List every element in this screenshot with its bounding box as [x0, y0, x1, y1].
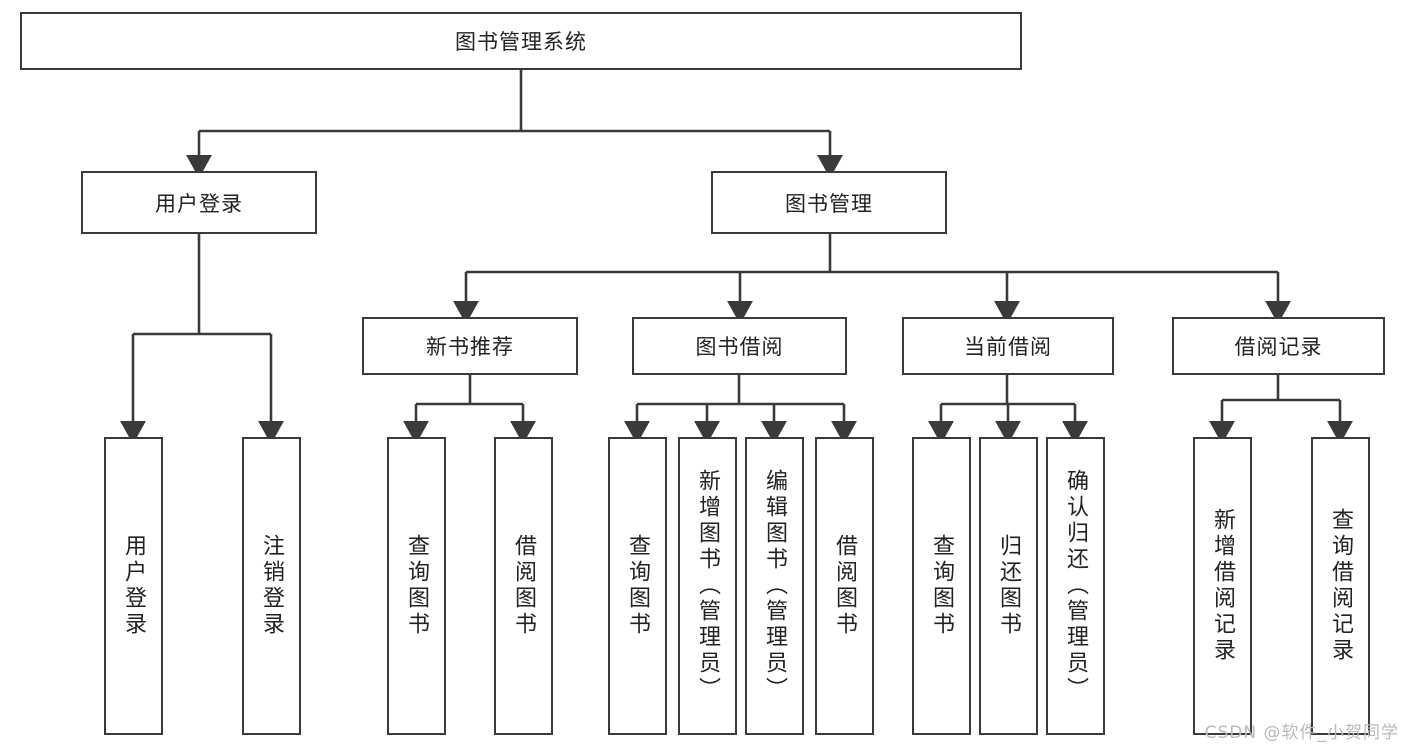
- leaf-new-book-borrow-books[interactable]: 借阅图书: [494, 437, 553, 735]
- leaf-book-borrow-query-books[interactable]: 查询图书: [608, 437, 667, 735]
- leaf-user-login-signout[interactable]: 注销登录: [242, 437, 301, 735]
- leaf-current-borrow-query-books[interactable]: 查询图书: [912, 437, 971, 735]
- leaf-label: 借阅图书: [832, 534, 858, 638]
- leaf-label: 归还图书: [996, 534, 1022, 638]
- leaf-label: 查询图书: [929, 534, 955, 638]
- leaf-label: 新增借阅记录: [1210, 508, 1236, 664]
- leaf-label: 新增图书（管理员）: [695, 469, 721, 703]
- leaf-label: 查询图书: [625, 534, 651, 638]
- leaf-label: 注销登录: [259, 534, 285, 638]
- node-current-borrow[interactable]: 当前借阅: [902, 317, 1114, 375]
- leaf-label: 编辑图书（管理员）: [762, 469, 788, 703]
- leaf-label: 查询图书: [404, 534, 430, 638]
- leaf-book-borrow-edit-book-admin[interactable]: 编辑图书（管理员）: [745, 437, 804, 735]
- leaf-user-login-signin[interactable]: 用户登录: [104, 437, 163, 735]
- leaf-label: 查询借阅记录: [1328, 508, 1354, 664]
- node-new-book-recommend[interactable]: 新书推荐: [362, 317, 578, 375]
- node-user-login[interactable]: 用户登录: [81, 171, 317, 234]
- node-borrow-record[interactable]: 借阅记录: [1172, 317, 1385, 375]
- leaf-new-book-query-books[interactable]: 查询图书: [387, 437, 446, 735]
- leaf-borrow-record-query-record[interactable]: 查询借阅记录: [1311, 437, 1370, 735]
- leaf-label: 借阅图书: [511, 534, 537, 638]
- node-book-management[interactable]: 图书管理: [711, 171, 947, 234]
- leaf-label: 用户登录: [121, 534, 147, 638]
- node-book-borrow[interactable]: 图书借阅: [632, 317, 847, 375]
- leaf-current-borrow-confirm-return-admin[interactable]: 确认归还（管理员）: [1046, 437, 1105, 735]
- leaf-current-borrow-return-books[interactable]: 归还图书: [979, 437, 1038, 735]
- leaf-book-borrow-add-book-admin[interactable]: 新增图书（管理员）: [678, 437, 737, 735]
- node-root-library-management-system[interactable]: 图书管理系统: [20, 12, 1022, 70]
- leaf-label: 确认归还（管理员）: [1063, 469, 1089, 703]
- watermark-csdn: CSDN @软件_小贺同学: [1204, 723, 1399, 743]
- leaf-borrow-record-add-record[interactable]: 新增借阅记录: [1193, 437, 1252, 735]
- leaf-book-borrow-borrow-books[interactable]: 借阅图书: [815, 437, 874, 735]
